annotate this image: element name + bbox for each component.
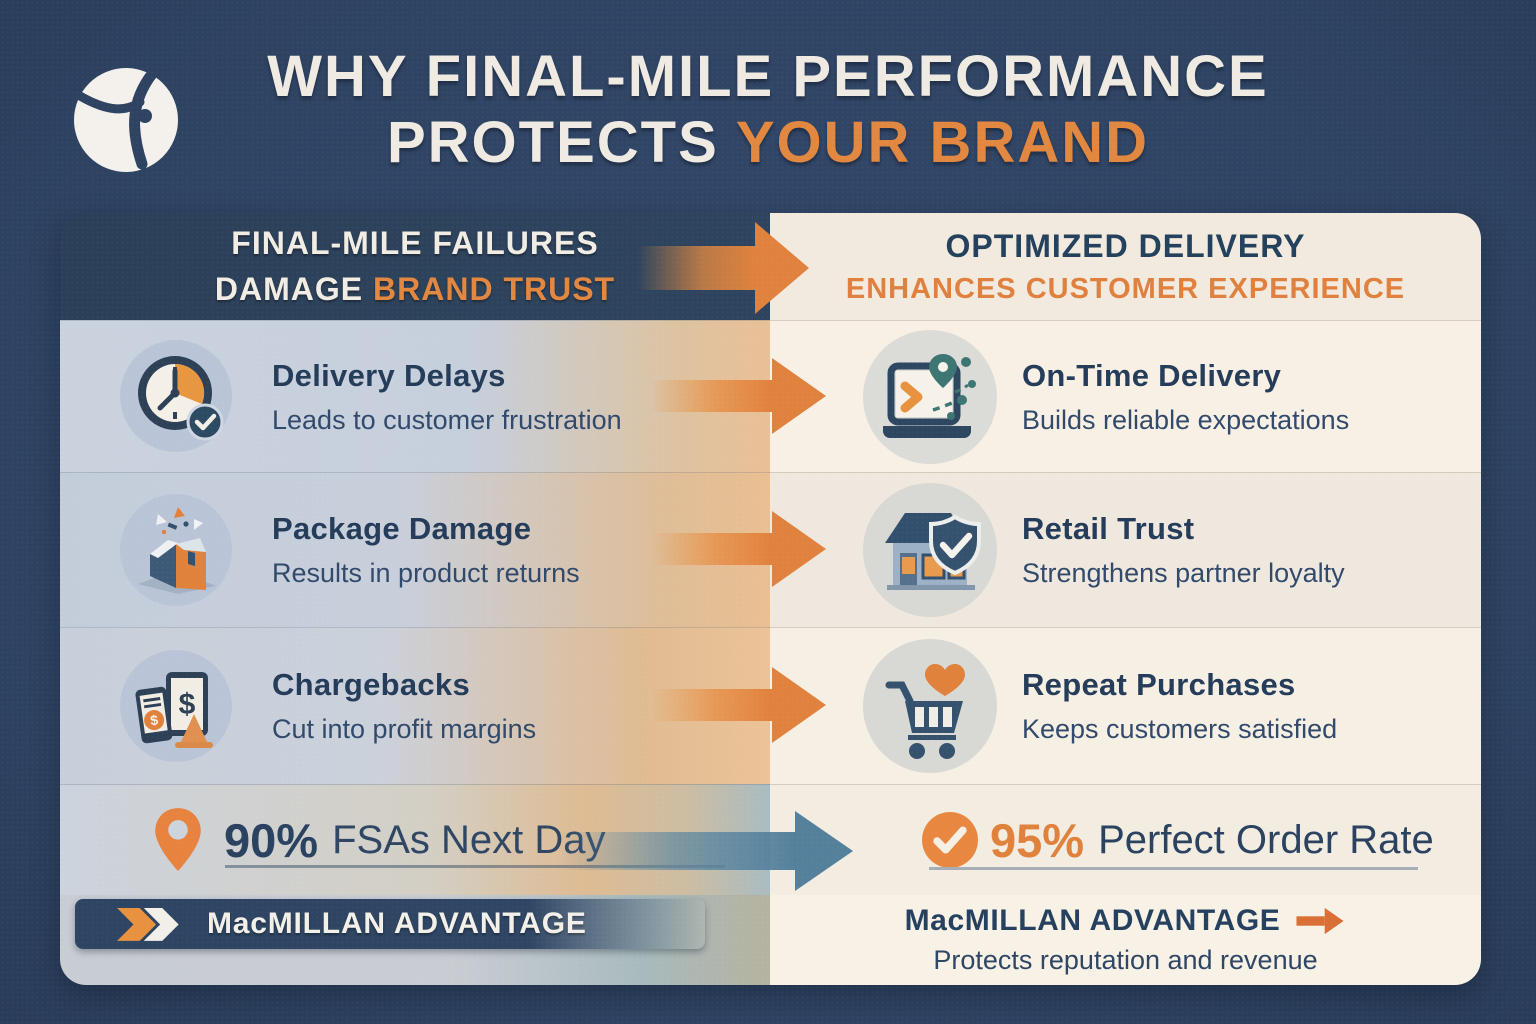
stat-value: 90% xyxy=(224,813,319,867)
right-arrow-icon xyxy=(1296,907,1344,935)
title-line2-white: PROTECTS xyxy=(386,110,719,176)
laptop-route-icon xyxy=(863,329,997,464)
item-title: Package Damage xyxy=(272,511,532,546)
list-item-chargebacks: $ $ Chargebacks xyxy=(60,627,770,784)
banner-title: MacMILLAN ADVANTAGE xyxy=(905,904,1347,938)
clock-delay-icon xyxy=(120,340,233,453)
item-subtitle: Cut into profit margins xyxy=(272,714,537,744)
right-banner: MacMILLAN ADVANTAGE Protects reputation … xyxy=(770,895,1481,985)
left-header-line2: DAMAGE BRAND TRUST xyxy=(215,267,615,312)
left-header: FINAL-MILE FAILURES DAMAGE BRAND TRUST xyxy=(60,213,770,320)
check-circle-icon xyxy=(922,812,978,868)
left-header-damage: DAMAGE xyxy=(214,270,364,307)
banner-label: MacMILLAN ADVANTAGE xyxy=(904,904,1281,937)
item-text: Package Damage Results in product return… xyxy=(272,511,580,589)
list-item-on-time-delivery: On-Time Delivery Builds reliable expecta… xyxy=(770,320,1481,472)
left-banner-row: MacMILLAN ADVANTAGE xyxy=(60,895,770,985)
item-text: Chargebacks Cut into profit margins xyxy=(272,667,536,745)
item-title: Repeat Purchases xyxy=(1022,667,1296,702)
left-header-line1: FINAL-MILE FAILURES xyxy=(231,225,599,262)
cart-heart-icon xyxy=(863,639,997,773)
right-stat: 95% Perfect Order Rate xyxy=(770,784,1481,895)
list-item-package-damage: Package Damage Results in product return… xyxy=(60,472,770,627)
item-title: Chargebacks xyxy=(272,667,471,702)
item-title: Delivery Delays xyxy=(272,357,506,393)
stat-label: FSAs Next Day xyxy=(332,817,606,862)
stat-label: Perfect Order Rate xyxy=(1098,817,1434,862)
item-subtitle: Keeps customers satisfied xyxy=(1022,714,1338,744)
left-column: FINAL-MILE FAILURES DAMAGE BRAND TRUST xyxy=(60,213,770,985)
item-text: On-Time Delivery Builds reliable expecta… xyxy=(1022,358,1349,436)
item-text: Retail Trust Strengthens partner loyalty xyxy=(1022,511,1345,589)
banner-label: MacMILLAN ADVANTAGE xyxy=(207,907,587,940)
left-banner: MacMILLAN ADVANTAGE xyxy=(75,899,705,949)
comparison-panel: FINAL-MILE FAILURES DAMAGE BRAND TRUST xyxy=(60,213,1481,985)
title-line1: WHY FINAL-MILE PERFORMANCE xyxy=(267,44,1269,109)
item-title: Retail Trust xyxy=(1022,511,1195,546)
title-line2-orange: YOUR BRAND xyxy=(735,110,1149,176)
location-pin-icon xyxy=(152,806,204,874)
item-text: Repeat Purchases Keeps customers satisfi… xyxy=(1022,667,1337,745)
page-title: WHY FINAL-MILE PERFORMANCE PROTECTS YOUR… xyxy=(0,44,1536,176)
list-item-retail-trust: Retail Trust Strengthens partner loyalty xyxy=(770,472,1481,627)
item-subtitle: Results in product returns xyxy=(272,558,580,588)
damaged-package-icon xyxy=(120,493,233,607)
item-subtitle: Leads to customer frustration xyxy=(272,404,622,435)
banner-subtitle: Protects reputation and revenue xyxy=(933,945,1318,975)
list-item-repeat-purchases: Repeat Purchases Keeps customers satisfi… xyxy=(770,627,1481,784)
double-chevron-icon xyxy=(115,906,191,942)
right-header: OPTIMIZED DELIVERY ENHANCES CUSTOMER EXP… xyxy=(770,213,1481,320)
item-text: Delivery Delays Leads to customer frustr… xyxy=(272,358,622,436)
storefront-shield-icon xyxy=(863,483,997,617)
right-header-line2: ENHANCES CUSTOMER EXPERIENCE xyxy=(845,272,1406,305)
left-header-brand-trust: BRAND TRUST xyxy=(373,270,616,307)
right-column: OPTIMIZED DELIVERY ENHANCES CUSTOMER EXP… xyxy=(770,213,1481,985)
stat-value: 95% xyxy=(990,813,1085,867)
item-subtitle: Strengthens partner loyalty xyxy=(1022,558,1345,588)
item-title: On-Time Delivery xyxy=(1022,357,1282,393)
chargeback-devices-icon: $ $ xyxy=(120,649,233,763)
svg-text:$: $ xyxy=(149,711,159,728)
left-stat: 90% FSAs Next Day xyxy=(60,784,770,895)
right-header-line1: OPTIMIZED DELIVERY xyxy=(945,227,1306,264)
stat-underline xyxy=(225,865,725,868)
item-subtitle: Builds reliable expectations xyxy=(1022,404,1350,435)
stat-underline xyxy=(929,867,1418,870)
brand-logo-icon xyxy=(66,60,186,180)
list-item-delivery-delays: Delivery Delays Leads to customer frustr… xyxy=(60,320,770,472)
svg-text:$: $ xyxy=(179,688,196,721)
